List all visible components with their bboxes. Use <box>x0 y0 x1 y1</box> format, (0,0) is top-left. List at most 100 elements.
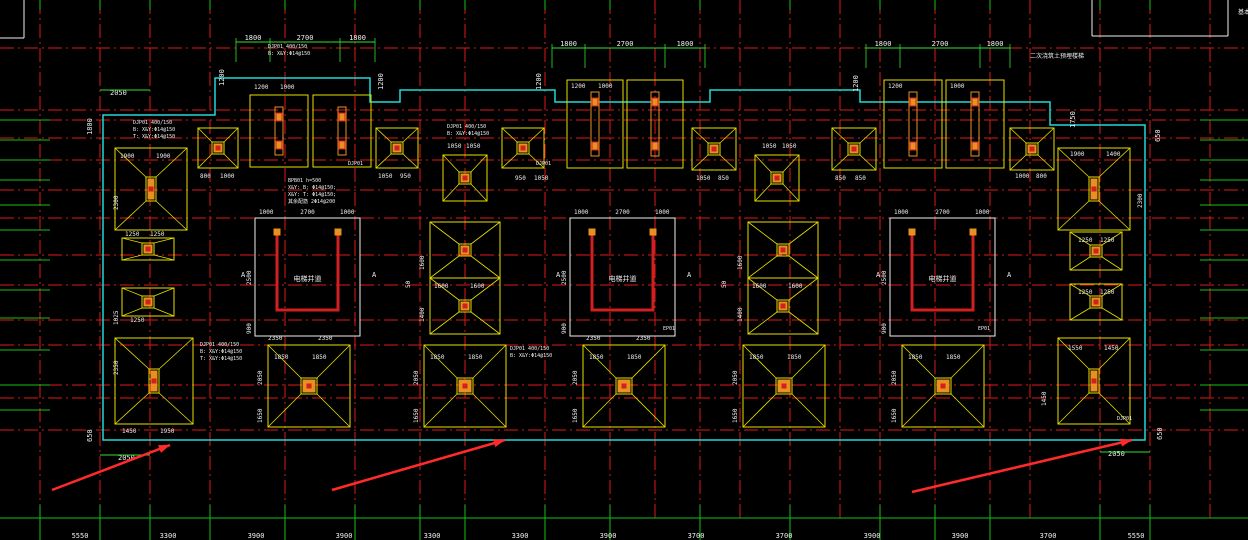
dim-text: 1800 <box>86 118 94 135</box>
dim-text: 2050 <box>1108 450 1125 458</box>
footing-bottom <box>582 344 666 428</box>
dim-text: 1250 <box>1078 289 1093 296</box>
dim-text: 1000 <box>894 209 909 216</box>
dim-text: 1550 <box>1068 345 1083 352</box>
section-mark: A <box>372 271 377 279</box>
dim-text: 1250 <box>1100 289 1115 296</box>
footing-slope <box>719 154 737 171</box>
tag: DJP01 <box>536 161 551 167</box>
footing-slope <box>1098 147 1131 178</box>
footing-slope <box>223 127 239 143</box>
axis-dim: 3900 <box>336 532 353 540</box>
dim-text: 1050 <box>534 175 549 182</box>
rebar-note: B: X&Y:Φ14@150 <box>268 51 310 57</box>
axis-dim: 3700 <box>776 532 793 540</box>
dim-text: 1400 <box>1106 151 1121 158</box>
dim-text: 1250 <box>125 231 140 238</box>
footing-slope <box>429 255 460 279</box>
footing-slope <box>121 307 143 317</box>
column-core <box>1029 146 1035 152</box>
dim-text: 1650 <box>257 408 264 423</box>
footing-edge <box>114 337 194 425</box>
pedestal <box>458 171 472 185</box>
wall-footing <box>312 94 372 168</box>
dim-text: 2350 <box>268 335 283 342</box>
dim-text: 1200 <box>852 75 860 92</box>
footing-slope <box>1069 283 1091 297</box>
column-core <box>145 299 151 305</box>
axis-dim: 3300 <box>512 532 529 540</box>
tag: DJP01 <box>1117 416 1132 422</box>
rebar-note: B: X&Y:Φ14@150 <box>447 131 489 137</box>
dim-text: 1025 <box>113 310 120 325</box>
footing-slope <box>742 344 777 379</box>
footing-slope <box>267 393 302 428</box>
dim-text: 2050 <box>413 370 420 385</box>
dim-text: 1200 <box>888 83 903 90</box>
footing-slope <box>742 393 777 428</box>
footing-slope <box>1069 256 1091 271</box>
footing-small <box>121 287 175 317</box>
footing-slope <box>788 221 819 245</box>
dim-text: 850 <box>718 175 729 182</box>
dim-text: 1000 <box>259 209 274 216</box>
dim-text: 650 <box>86 429 94 442</box>
dim-text: 1050 <box>762 143 777 150</box>
dim-text: 2350 <box>318 335 333 342</box>
wall-end <box>971 97 979 107</box>
dim-text: 1650 <box>413 408 420 423</box>
wall-end <box>338 112 346 122</box>
footing-slope <box>442 183 460 202</box>
section-mark: A <box>876 271 881 279</box>
footing-slope <box>114 200 147 231</box>
footing-slope <box>316 344 351 379</box>
footing-slope <box>782 154 800 173</box>
dim-text: 2050 <box>572 370 579 385</box>
footing-small <box>501 127 545 169</box>
rebar-note: DJP01 400/150 <box>268 44 307 50</box>
footing-slope <box>631 344 666 379</box>
dim-text: 1650 <box>572 408 579 423</box>
column-core <box>1093 299 1099 305</box>
dim-text: 2500 <box>561 270 568 285</box>
pedestal <box>615 377 633 395</box>
dim-text: 1250 <box>130 317 145 324</box>
pedestal <box>148 368 160 394</box>
dim-text: 1000 <box>975 209 990 216</box>
pedestal <box>458 243 472 257</box>
footing-slope <box>316 393 351 428</box>
footing-small <box>754 154 800 202</box>
footing-slope <box>1037 127 1055 144</box>
column-core <box>215 145 221 151</box>
pedestal <box>141 295 155 309</box>
column-core <box>1091 186 1097 192</box>
footing-slope <box>788 277 819 301</box>
pedestal <box>1089 244 1103 258</box>
annotation-arrowhead <box>158 445 170 453</box>
footing-slope <box>1098 200 1131 231</box>
pit-footing <box>569 217 676 337</box>
wall-footing <box>566 79 624 169</box>
footing-slope <box>155 200 188 231</box>
dim-text: 1250 <box>1100 237 1115 244</box>
pedestal <box>847 142 861 156</box>
dim-text: 800 <box>200 173 211 180</box>
footing-slope <box>859 154 877 171</box>
dim-text: 650 <box>1154 129 1162 142</box>
dim-text: 1800 <box>349 34 366 42</box>
footing-slope <box>121 254 143 261</box>
dim-text: 1200 <box>535 73 543 90</box>
section-mark: A <box>241 271 246 279</box>
axis-dim: 5550 <box>72 532 89 540</box>
footing-slope <box>429 221 460 245</box>
dim-text: 650 <box>1156 427 1164 440</box>
rebar-note: X&Y: T: Φ14@150; <box>288 192 336 198</box>
dim-text: 1200 <box>571 83 586 90</box>
footing-small <box>375 127 419 169</box>
wall-footing <box>249 94 309 168</box>
pit-corner-column <box>334 228 342 236</box>
dim-text: 1850 <box>787 354 802 361</box>
footing-slope <box>791 344 826 379</box>
